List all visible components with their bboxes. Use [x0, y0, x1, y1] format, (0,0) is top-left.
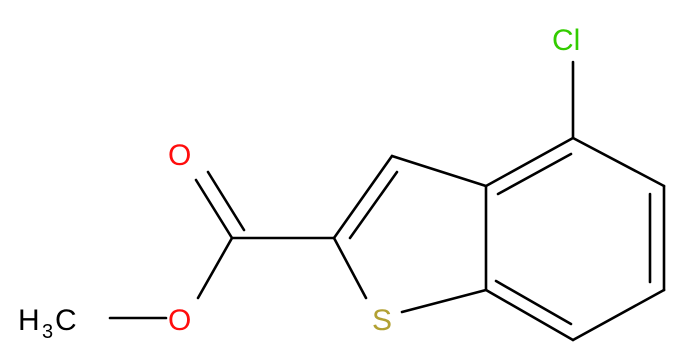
carbonyl-oxygen-label: O — [168, 139, 191, 172]
bond-c3a-c3 — [390, 154, 488, 188]
bond-c6-c7 — [571, 288, 666, 342]
bond-c2-s — [332, 236, 368, 300]
bond-s-c7a — [400, 288, 488, 314]
sulfur-label: S — [372, 304, 392, 337]
bond-carbonyl-o-ester — [196, 236, 234, 300]
bond-c3-c2-inner — [348, 170, 399, 240]
bond-c3a-c4-inner — [496, 152, 573, 196]
bond-c4-c5 — [571, 136, 666, 188]
chlorine-label: Cl — [552, 24, 580, 57]
bond-carbonyl-o-double-2 — [206, 170, 246, 232]
methyl-h-label: H — [18, 304, 40, 337]
ester-oxygen-label: O — [168, 304, 191, 337]
bond-carbonyl-o-double-1 — [194, 178, 234, 240]
bond-c3-c2 — [332, 154, 394, 240]
bond-c7-c7a — [484, 288, 575, 342]
methyl-c-label: C — [55, 304, 77, 337]
bond-c3a-c4 — [484, 136, 575, 188]
methyl-subscript: 3 — [42, 321, 53, 343]
bond-c7-c7a-inner — [494, 279, 573, 326]
